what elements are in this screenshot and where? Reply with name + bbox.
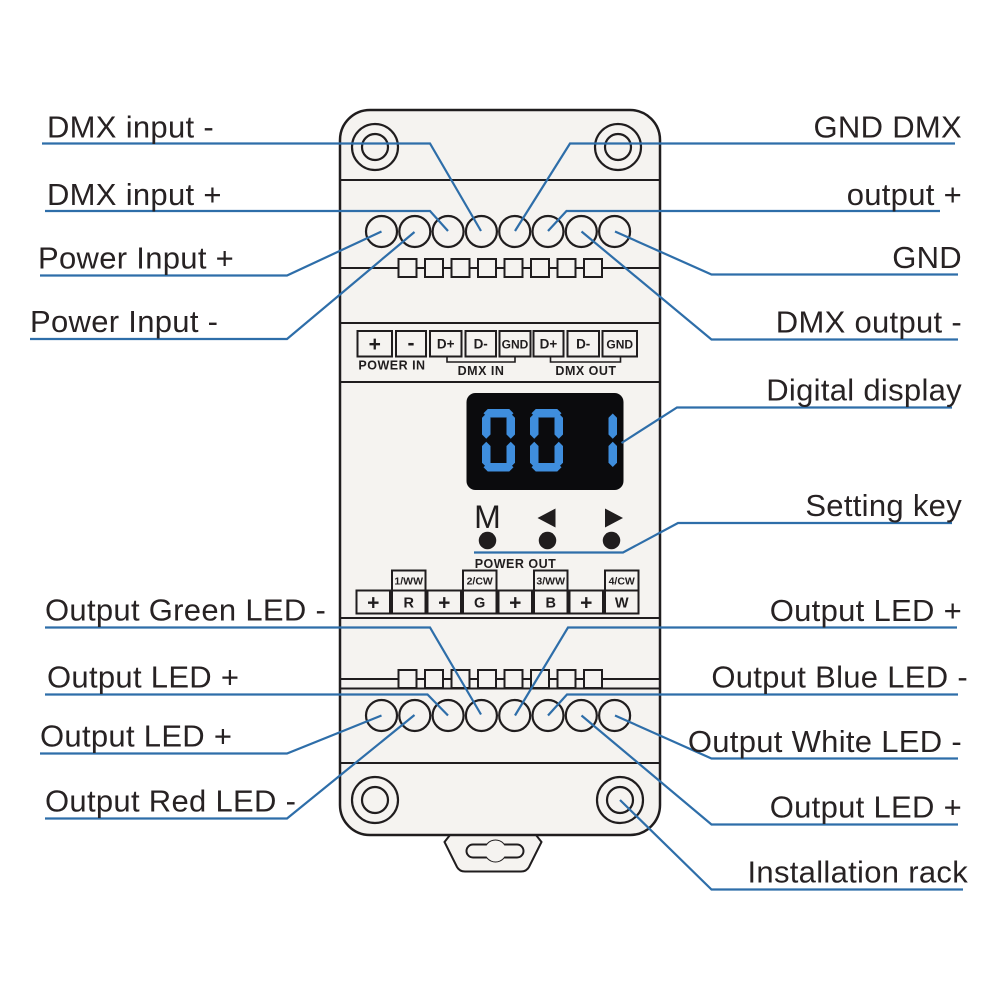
installation-rack-tab — [443, 834, 543, 873]
power-out-title: POWER OUT — [475, 557, 557, 571]
power-in-group-label: POWER IN — [358, 359, 425, 373]
display-segment — [531, 409, 562, 418]
right-arrow-key-icon — [605, 508, 623, 528]
dmx-out-bracket — [549, 357, 622, 363]
terminal-dmx-in-gnd: GND — [502, 338, 529, 352]
label-output-green-minus: Output Green LED - — [45, 593, 326, 628]
out-blue: B — [545, 596, 555, 612]
leader-dmx-input-minus — [42, 142, 482, 232]
display-segment — [482, 413, 491, 439]
leader-output-led-plus-l2 — [40, 714, 382, 755]
leader-setting-key — [474, 521, 952, 554]
display-segment — [530, 413, 539, 439]
dmx-in-bracket — [446, 357, 516, 363]
label-digital-display: Digital display — [766, 373, 962, 408]
out-green: G — [474, 596, 485, 612]
channel-2-label: 2/CW — [467, 576, 493, 588]
display-segment — [483, 409, 514, 418]
leader-output-green-minus — [45, 626, 482, 716]
display-segment — [608, 413, 617, 439]
top-pad-squares — [397, 258, 603, 278]
channel-1-label: 1/WW — [394, 576, 423, 588]
power-out-section: POWER OUT 1/WW 2/CW 3/WW 4/CW + R + G + … — [355, 557, 640, 615]
leader-output-plus-top — [547, 209, 940, 232]
left-arrow-key-icon — [537, 508, 556, 528]
display-segment — [554, 413, 563, 439]
out-plus-2: + — [438, 592, 450, 615]
right-key-dot — [602, 531, 621, 550]
display-segment — [506, 413, 515, 439]
out-plus-1: + — [367, 592, 379, 615]
label-power-input-minus: Power Input - — [30, 304, 218, 339]
leader-installation-rack — [619, 799, 963, 891]
label-output-led-plus-r1: Output LED + — [770, 593, 962, 628]
mounting-holes — [350, 122, 645, 825]
label-setting-key: Setting key — [805, 488, 962, 523]
terminal-dmx-in-dminus: D- — [474, 337, 488, 352]
channel-3-label: 3/WW — [536, 576, 565, 588]
leader-digital-display — [620, 406, 952, 444]
label-output-red-minus: Output Red LED - — [45, 784, 296, 819]
left-key-dot — [538, 531, 557, 550]
out-plus-4: + — [580, 592, 592, 615]
digital-display — [466, 393, 624, 490]
leader-output-red-minus — [45, 714, 416, 820]
label-output-white-minus: Output White LED - — [688, 724, 962, 759]
terminal-dmx-in-dplus: D+ — [437, 337, 455, 352]
label-installation-rack: Installation rack — [748, 855, 969, 890]
leader-dmx-output-minus — [580, 230, 958, 341]
label-output-blue-minus: Output Blue LED - — [711, 660, 968, 695]
dmx-in-group-label: DMX IN — [458, 364, 505, 378]
mode-key-dot — [478, 531, 497, 550]
terminal-power-minus: - — [408, 332, 415, 355]
channel-4-label: 4/CW — [609, 576, 635, 588]
terminal-dmx-out-dminus: D- — [576, 337, 590, 352]
mode-key-label: M — [474, 499, 501, 535]
display-segment — [482, 441, 491, 467]
dmx-decoder-device: + - D+ D- GND D+ D- GND POWER IN DMX IN … — [338, 108, 662, 873]
label-dmx-output-minus: DMX output - — [776, 305, 962, 340]
dmx-out-group-label: DMX OUT — [555, 364, 616, 378]
callout-labels: DMX input - DMX input + Power Input + Po… — [30, 110, 968, 890]
leader-output-blue-minus — [547, 693, 958, 717]
label-dmx-input-minus: DMX input - — [47, 110, 214, 145]
terminal-dmx-out-gnd: GND — [606, 338, 633, 352]
display-segment — [483, 463, 514, 472]
label-power-input-plus: Power Input + — [38, 241, 234, 276]
label-dmx-input-plus: DMX input + — [47, 177, 222, 212]
leader-output-led-plus-r2 — [580, 714, 958, 826]
display-segment — [530, 441, 539, 467]
leader-gnd — [614, 230, 958, 276]
terminal-power-plus: + — [369, 333, 381, 356]
setting-keys: M — [474, 499, 623, 550]
display-digits — [482, 409, 617, 472]
display-segment — [531, 463, 562, 472]
label-output-led-plus-l2: Output LED + — [40, 719, 232, 754]
display-segment — [506, 441, 515, 467]
label-gnd: GND — [892, 240, 962, 275]
leader-lines — [30, 142, 963, 891]
leader-power-input-minus — [30, 231, 416, 341]
section-lines — [340, 179, 660, 764]
display-segment — [554, 441, 563, 467]
label-output-led-plus-r2: Output LED + — [770, 790, 962, 825]
display-segment — [608, 441, 617, 467]
label-output-plus-top: output + — [847, 177, 962, 212]
leader-gnd-dmx — [514, 142, 955, 232]
leader-dmx-input-plus — [45, 209, 449, 232]
leader-output-white-minus — [614, 714, 958, 760]
out-plus-3: + — [509, 592, 521, 615]
leader-output-led-plus-r1 — [514, 626, 957, 717]
out-red: R — [403, 596, 414, 612]
label-gnd-dmx: GND DMX — [814, 110, 963, 145]
out-white: W — [615, 596, 629, 612]
top-terminal-blocks: + - D+ D- GND D+ D- GND POWER IN DMX IN … — [356, 330, 638, 378]
leader-output-led-plus-l1 — [45, 693, 449, 717]
terminal-dmx-out-dplus: D+ — [540, 337, 558, 352]
leader-power-input-plus — [40, 230, 382, 277]
label-output-led-plus-l1: Output LED + — [47, 660, 239, 695]
